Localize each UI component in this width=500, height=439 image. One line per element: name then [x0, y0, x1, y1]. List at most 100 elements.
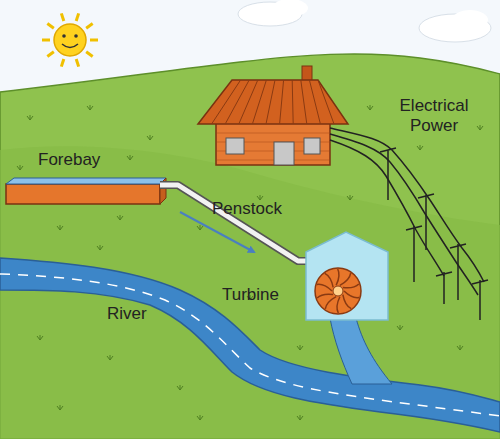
- illustration-part: [436, 272, 452, 304]
- illustration-part: [274, 142, 294, 165]
- illustration-part: [452, 10, 488, 30]
- sun-ray: [61, 13, 63, 21]
- grass-tuft: [197, 415, 203, 420]
- roof-tile-line: [266, 80, 275, 124]
- part-label: Penstock: [212, 199, 282, 219]
- illustration-part: [0, 274, 500, 416]
- turbine-blade: [317, 294, 333, 298]
- cloud: [238, 0, 491, 42]
- roof-tile-line: [292, 80, 293, 124]
- roof-tile-line: [212, 80, 241, 124]
- sun-ray: [86, 24, 92, 29]
- house: [198, 66, 348, 165]
- part-label: Electrical Power: [386, 96, 482, 137]
- grass-tuft: [87, 105, 93, 110]
- forebay: [6, 178, 166, 204]
- illustration-part: [6, 184, 160, 204]
- turbine-blade: [340, 273, 351, 285]
- turbine-blade: [337, 297, 340, 313]
- grass-tuft: [37, 335, 43, 340]
- grass-tuft: [107, 355, 113, 360]
- hill-shade: [0, 146, 500, 439]
- turbine-blade: [336, 269, 339, 285]
- grass-tuft: [417, 145, 423, 150]
- sun-ray: [86, 52, 92, 57]
- grass-tuft: [397, 325, 403, 330]
- part-label: Turbine: [222, 285, 279, 305]
- grass-tuft: [57, 225, 63, 230]
- illustration-part: [306, 232, 388, 320]
- grass-tuft: [127, 155, 133, 160]
- part-label: Forebay: [38, 150, 100, 170]
- grass-tuft: [97, 245, 103, 250]
- roof-tile-line: [309, 80, 320, 124]
- part-label: River: [107, 304, 147, 324]
- grass-tuft: [477, 125, 483, 130]
- sun-ray: [47, 24, 53, 29]
- grass-tuft: [367, 105, 373, 110]
- illustration-part: [406, 226, 422, 282]
- illustration-part: [226, 138, 244, 154]
- roof-tile-line: [280, 80, 284, 124]
- illustration-part: [272, 0, 308, 17]
- illustration-part: [418, 194, 434, 250]
- illustration-part: [217, 133, 329, 160]
- turbine-house: [306, 232, 388, 320]
- illustration-part: [62, 34, 66, 38]
- grass-tuft: [177, 385, 183, 390]
- brick-line: [217, 160, 329, 161]
- sun: [42, 13, 98, 66]
- grass-tuft: [147, 135, 153, 140]
- grass-tuft: [17, 165, 23, 170]
- river-ripples: [0, 274, 500, 416]
- roof-tile-line: [301, 80, 307, 124]
- grass-tuft: [457, 345, 463, 350]
- roof-tile-line: [318, 80, 334, 124]
- illustration-part: [317, 269, 359, 313]
- sun-ray: [76, 59, 78, 67]
- turbine-outflow: [330, 318, 392, 384]
- grass-tuft: [57, 405, 63, 410]
- grass-tuft: [27, 115, 33, 120]
- illustration-part: [62, 44, 78, 48]
- brick-line: [217, 133, 329, 134]
- illustration-part: [472, 280, 488, 320]
- illustration-part: [304, 138, 320, 154]
- illustration-part: [212, 80, 334, 124]
- illustration-part: [42, 13, 98, 66]
- grass-tuft: [347, 195, 353, 200]
- river: [0, 258, 500, 432]
- sun-ray: [90, 39, 98, 42]
- turbine-blade: [317, 284, 332, 291]
- illustration-part: [333, 286, 343, 296]
- turbine-blade: [343, 295, 351, 309]
- grass-tuft: [297, 415, 303, 420]
- penstock-pipe-inner: [160, 185, 318, 261]
- illustration-part: [380, 148, 396, 200]
- sun-ray: [42, 39, 50, 42]
- sun-ray: [76, 13, 78, 21]
- turbine-blade: [344, 291, 359, 298]
- illustration-part: [315, 268, 361, 314]
- illustration-part: [450, 244, 466, 300]
- turbine-blade: [325, 273, 333, 287]
- illustration-part: [6, 178, 166, 184]
- grass-tuft: [297, 345, 303, 350]
- illustration-part: [216, 118, 330, 165]
- sun-ray: [47, 52, 53, 57]
- illustration-part: [74, 34, 78, 38]
- turbine-blade: [343, 284, 359, 288]
- roof-tile-line: [225, 80, 249, 124]
- roof-tile-line: [252, 80, 266, 124]
- sun-ray: [61, 59, 63, 67]
- illustration-part: [54, 24, 86, 56]
- turbine-blade: [325, 297, 336, 309]
- penstock-pipe: [160, 185, 318, 261]
- hillside: [0, 54, 500, 439]
- illustration-part: [198, 80, 348, 124]
- grass-tuft: [197, 225, 203, 230]
- grass-tuft: [117, 215, 123, 220]
